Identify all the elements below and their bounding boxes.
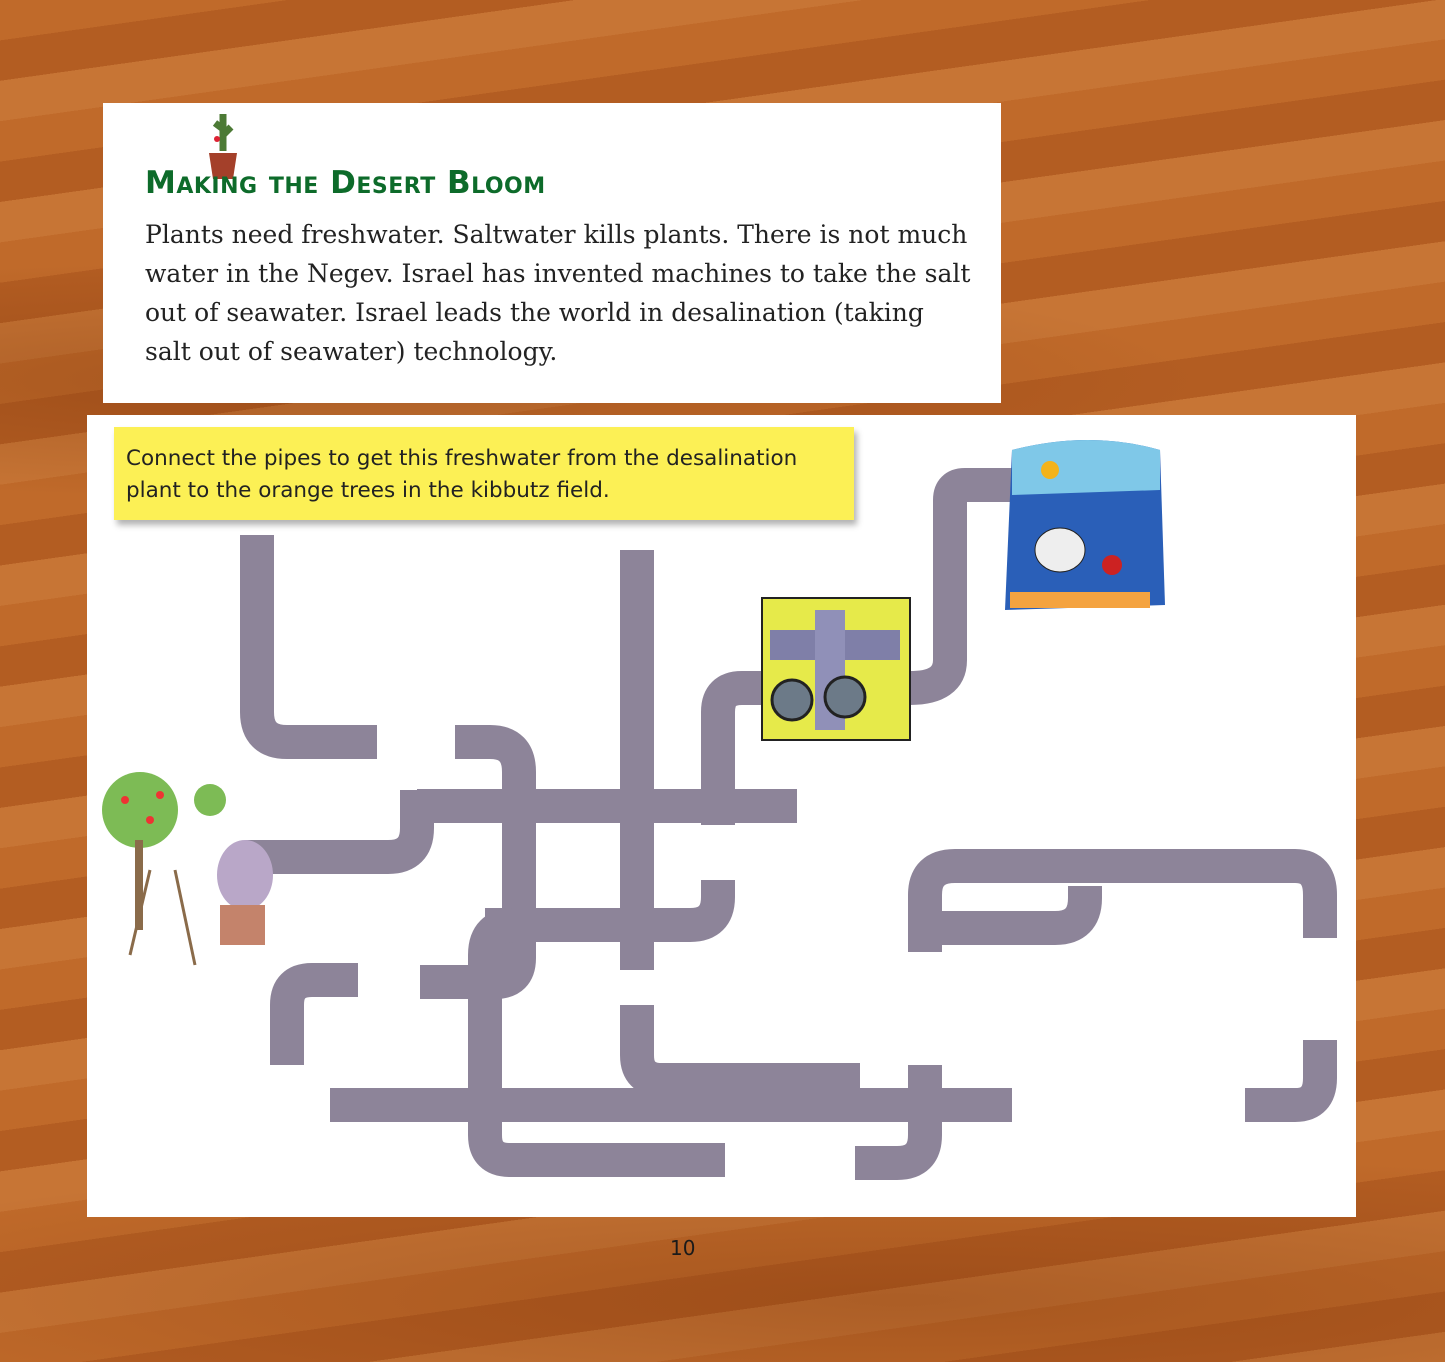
page-number: 10 [670,1236,696,1260]
intro-paragraph: Plants need freshwater. Saltwater kills … [145,220,971,366]
potted-cactus-icon [209,114,237,179]
pipe-maze [102,440,1337,1180]
orange-trees-kibbutz [102,772,273,966]
intro-card: Making the Desert Bloom Plants need fres… [103,103,1001,403]
page-title: Making the Desert Bloom [145,165,546,201]
pipe-puzzle-panel: Connect the pipes to get this freshwater… [87,415,1356,1217]
pipe-segments[interactable] [240,468,1337,1180]
instructions-box: Connect the pipes to get this freshwater… [114,427,854,520]
desalination-plant-icon [761,597,911,741]
sea-icon [1005,440,1165,610]
